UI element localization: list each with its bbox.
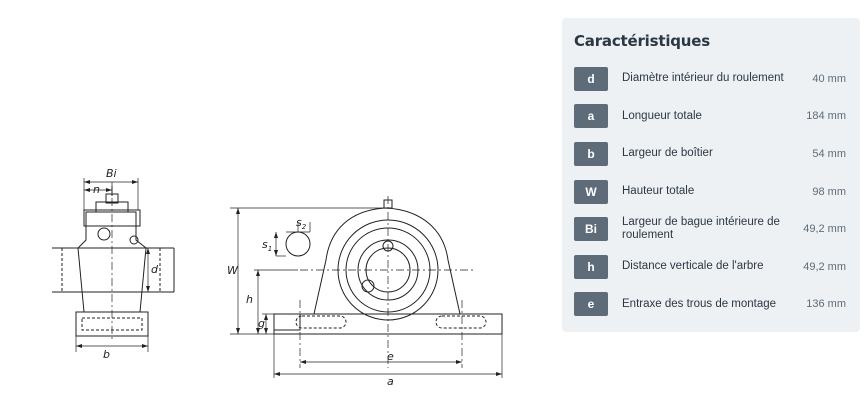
spec-code-badge: a [574,104,608,129]
label-g: g [258,317,265,330]
spec-code-badge: e [574,292,608,317]
spec-value: 40 mm [812,72,846,85]
spec-label: Distance verticale de l'arbre [622,260,764,273]
spec-row-e: e Entraxe des trous de montage 136 mm [574,286,848,324]
spec-row-a: a Longueur totale 184 mm [574,98,848,136]
spec-label: Longueur totale [622,109,702,122]
spec-label: Entraxe des trous de montage [622,297,777,310]
spec-row-bi: Bi Largeur de bague intérieure de roulem… [574,210,848,248]
label-a: a [387,375,394,388]
spec-value: 49,2 mm [803,223,846,236]
label-b: b [103,348,110,361]
spec-row-h: h Distance verticale de l'arbre 49,2 mm [574,248,848,286]
spec-value: 98 mm [812,185,846,198]
technical-drawing: Bi n d b W h g s1 s2 e a [52,167,503,388]
spec-row-d: d Diamètre intérieur du roulement 40 mm [574,60,848,98]
characteristics-panel: Caractéristiques d Diamètre intérieur du… [562,18,860,332]
spec-label: Largeur de boîtier [622,147,713,160]
label-bi: Bi [106,167,117,180]
spec-value: 49,2 mm [803,260,846,273]
label-w: W [227,264,239,277]
spec-label: Largeur de bague intérieure de roulement [622,216,780,242]
spec-code-badge: W [574,179,608,204]
label-s1: s1 [262,238,272,253]
label-n: n [93,183,100,196]
label-d: d [151,263,159,276]
spec-code-badge: h [574,254,608,279]
panel-title: Caractéristiques [574,32,710,50]
spec-label: Diamètre intérieur du roulement [622,72,784,85]
spec-value: 136 mm [806,298,846,311]
spec-code-badge: d [574,66,608,91]
label-s2: s2 [296,216,307,231]
spec-value: 184 mm [806,110,846,123]
spec-label: Hauteur totale [622,185,695,198]
spec-value: 54 mm [812,147,846,160]
label-e: e [387,350,394,363]
spec-code-badge: b [574,141,608,166]
spec-row-b: b Largeur de boîtier 54 mm [574,135,848,173]
spec-code-badge: Bi [574,217,608,242]
spec-row-w: W Hauteur totale 98 mm [574,173,848,211]
label-h: h [246,293,253,306]
